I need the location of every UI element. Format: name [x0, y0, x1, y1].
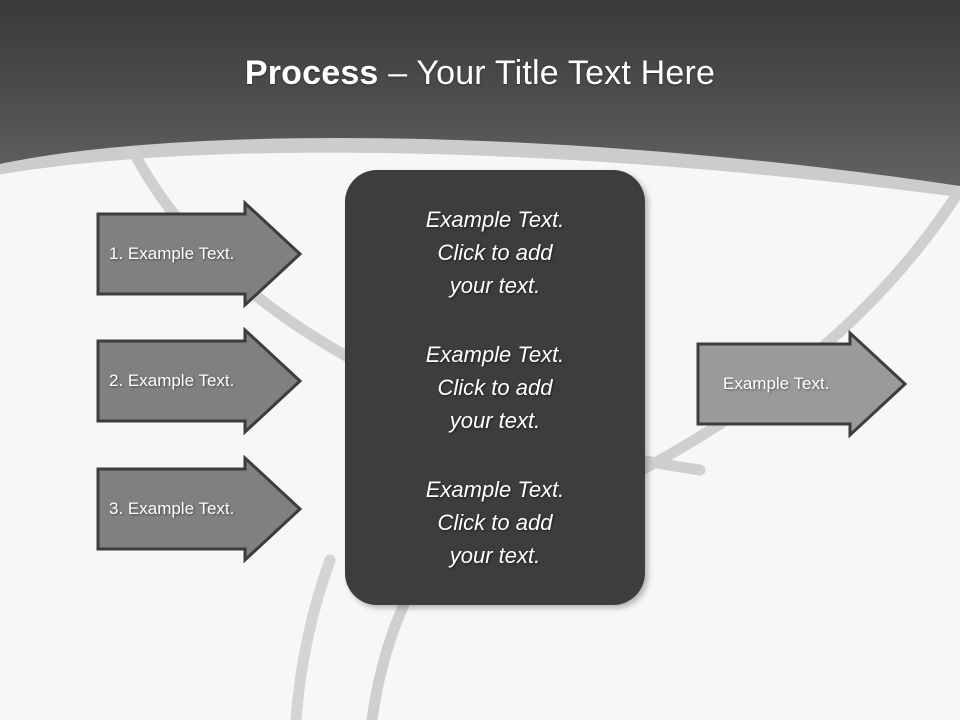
output-arrow[interactable]: Example Text.: [695, 329, 910, 439]
title-bold-part: Process: [244, 54, 379, 92]
swoosh-curve-lower: [290, 554, 336, 720]
output-arrow-shape: [696, 329, 908, 439]
center-content-box[interactable]: [345, 170, 645, 605]
process-arrow-2-shape: [96, 326, 303, 436]
process-arrow-3-shape: [96, 454, 303, 564]
header-accent-band: [0, 124, 960, 198]
page-title: Process – Your Title Text Here: [0, 52, 960, 94]
header-band: [0, 0, 960, 186]
process-arrow-3[interactable]: 3. Example Text.: [95, 454, 305, 564]
process-arrow-2[interactable]: 2. Example Text.: [95, 326, 305, 436]
process-arrow-1-shape: [96, 199, 303, 309]
title-rest-part: – Your Title Text Here: [378, 54, 716, 92]
process-arrow-1[interactable]: 1. Example Text.: [95, 199, 305, 309]
